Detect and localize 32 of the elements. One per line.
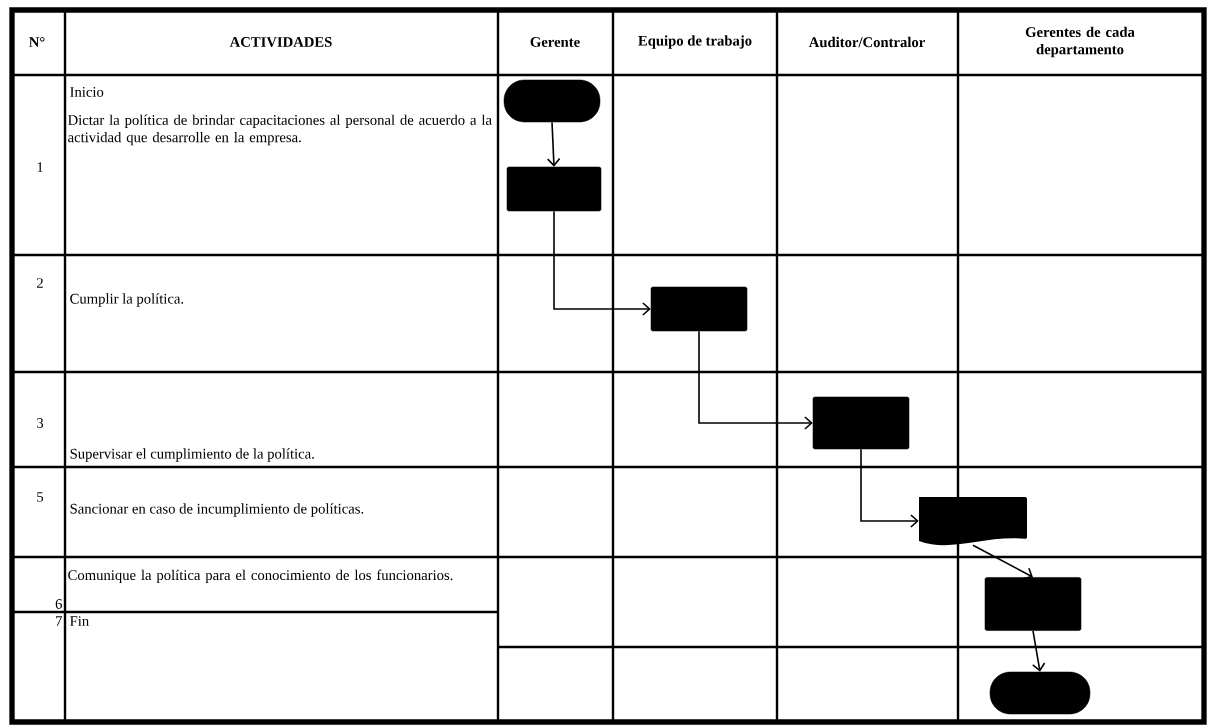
arrow bbox=[860, 448, 919, 528]
process-box bbox=[650, 286, 748, 332]
activity-text: Comunique la política para el conocimiento de los funcionarios. bbox=[68, 569, 453, 584]
process-box bbox=[812, 396, 910, 450]
arrow bbox=[1031, 630, 1046, 672]
row-number: 2 bbox=[37, 278, 43, 288]
row-number: 5 bbox=[37, 492, 44, 502]
arrow bbox=[698, 330, 813, 430]
row-number: 1 bbox=[37, 162, 43, 172]
activity-text: Cumplir la política. bbox=[70, 293, 184, 307]
terminator-shape bbox=[503, 79, 601, 123]
column-header: Auditor/Contralor bbox=[808, 36, 925, 48]
arrow bbox=[546, 121, 561, 167]
row-number: 6 bbox=[55, 599, 62, 609]
column-header: Gerente bbox=[530, 37, 580, 47]
process-box bbox=[984, 577, 1082, 631]
terminator-shape bbox=[989, 671, 1091, 715]
row-number: 3 bbox=[37, 418, 44, 428]
document-shape bbox=[919, 497, 1027, 546]
row-number: 7 bbox=[56, 616, 62, 626]
column-header: N° bbox=[29, 37, 45, 47]
column-header: ACTIVIDADES bbox=[229, 37, 332, 47]
column-header: Gerentes de cada departamento bbox=[1025, 26, 1135, 58]
arrow bbox=[553, 210, 651, 316]
activity-text: Sancionar en caso de incumplimiento de políticas. bbox=[70, 503, 364, 517]
arrow bbox=[972, 544, 1033, 580]
process-box bbox=[506, 166, 602, 212]
activity-text: Inicio bbox=[70, 87, 104, 97]
column-header: Equipo de trabajo bbox=[638, 35, 752, 49]
activity-text: Fin bbox=[70, 616, 89, 626]
activity-text: Dictar la política de brindar capacitaciones al personal de acuerdo a la actividad que desarrolle en la empresa. bbox=[68, 114, 492, 146]
activity-text: Supervisar el cumplimiento de la política. bbox=[70, 448, 314, 462]
